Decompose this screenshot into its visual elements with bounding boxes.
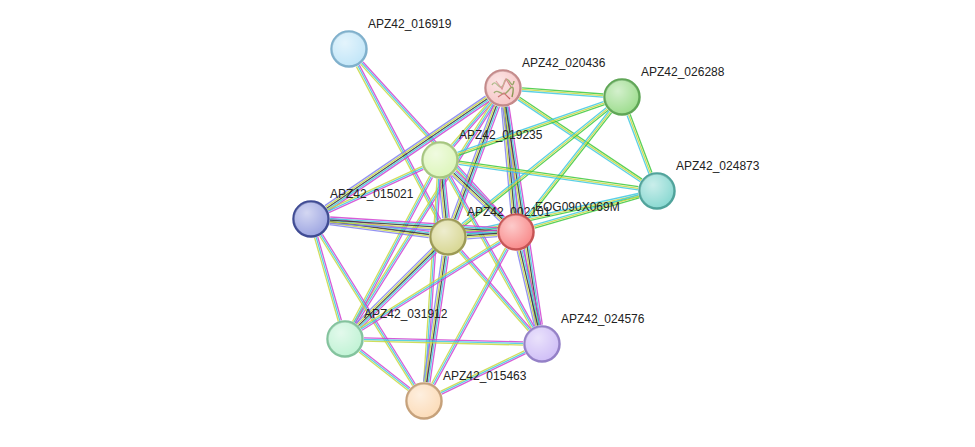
node-circle [292,200,330,238]
protein-node: EOG090X069M [497,213,535,251]
node-label: APZ42_019235 [459,128,542,142]
interaction-edge [360,241,500,331]
node-label: APZ42_015021 [330,187,413,201]
protein-node: APZ42_015021 [292,200,330,238]
node-label: APZ42_026288 [641,65,724,79]
node-circle [497,213,535,251]
node-circle [405,382,443,420]
protein-node: APZ42_024873 [638,172,676,210]
node-circle [429,218,467,256]
protein-node: APZ42_016919 [330,30,368,68]
protein-node: APZ42_031912 [326,320,364,358]
interaction-edge [328,166,424,212]
node-label: APZ42_024873 [676,159,759,173]
node-circle [326,320,364,358]
node-label: APZ42_024576 [561,312,644,326]
interaction-edge [534,195,639,228]
node-circle [421,141,459,179]
protein-node: APZ42_020436 [484,69,522,107]
node-circle [603,78,641,116]
node-circle [638,172,676,210]
interaction-edge [627,114,652,174]
protein-node: APZ42_026288 [603,78,641,116]
protein-node: APZ42_015463 [405,382,443,420]
node-label: APZ42_016919 [368,17,451,31]
protein-node: APZ42_024576 [523,325,561,363]
node-circle [484,69,522,107]
node-label: APZ42_031912 [364,307,447,321]
node-circle [523,325,561,363]
interaction-edge [517,250,541,326]
interaction-edge [459,161,639,190]
interaction-edge [364,338,523,345]
interaction-edge [359,350,410,391]
protein-node: APZ42_019235 [421,141,459,179]
interaction-edge [330,217,497,234]
node-label: APZ42_020436 [522,56,605,70]
node-label: EOG090X069M [535,200,620,214]
interaction-edge [522,88,603,97]
protein-node: APZ42_002101 [429,218,467,256]
interaction-edge [440,351,525,394]
node-circle [330,30,368,68]
node-label: APZ42_015463 [443,369,526,383]
interaction-edge [467,230,498,239]
